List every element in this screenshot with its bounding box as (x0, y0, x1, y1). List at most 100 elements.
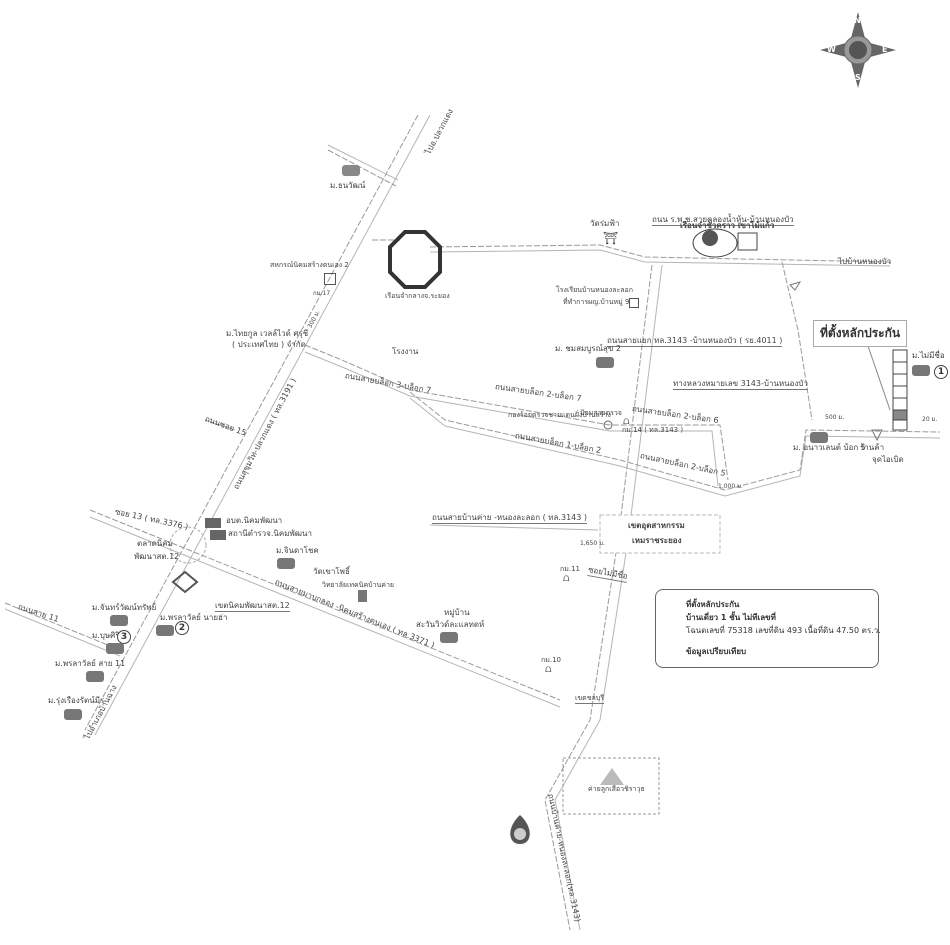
shrine-icon: ⩍ (563, 573, 570, 584)
label-highway-3143: ทางหลวงหมายเลข 3143-บ้านหนองบัว (673, 379, 808, 390)
marker-1: 1 (934, 365, 948, 379)
village-icon (110, 615, 128, 626)
label-village-thai: ม.ไทยกูล เวลล์ไวด์ ศรุชี (226, 329, 309, 338)
tree-icon (702, 230, 718, 246)
village-icon (912, 365, 930, 376)
label-village-anawat: ม. อนาวเลนต์ บ้อก 5 (793, 443, 866, 452)
road-soi11 (4, 602, 121, 657)
label-village-budsiri: ม.บุษศิริ (92, 631, 120, 640)
ptt-logo-icon (510, 815, 530, 844)
label-km14: กม.14 ( ทล.3143 ) (622, 426, 684, 434)
college-icon (358, 590, 367, 602)
label-temple-mid: วัดเขาโพธิ์ (313, 567, 350, 576)
label-thai-sub: ( ประเทศไทย ) จำกัด (232, 340, 306, 349)
label-village-sawan-sub: สะวันวิวด์ละแลทดห์ (416, 620, 485, 629)
label-dist-500: 500 ม. (825, 414, 845, 421)
village-icon (106, 643, 124, 654)
legend-house: บ้านเดี่ยว 1 ชั้น ไม่ทีเลขที่ (686, 613, 776, 622)
village-icon (277, 558, 295, 569)
village-icon (596, 357, 614, 368)
village-icon (64, 709, 82, 720)
road-3143-vertical (544, 264, 663, 931)
shrine-icon: ⩍ (623, 416, 630, 427)
label-market-sub: พัฒนาสต.12 (134, 552, 180, 561)
label-factory: โรงงาน (392, 347, 419, 356)
label-market: ตลาดนิคม (137, 539, 173, 548)
legend-site: ที่ตั้งหลักประกัน (686, 600, 740, 609)
label-village-sanuanwan: ม.จันทร์วัฒน์ทรัพย์ (92, 603, 157, 612)
label-km10: กม.10 (541, 656, 561, 664)
road-sukhumvit (84, 114, 431, 736)
label-industrial-sub: เหมราชระยอง (632, 536, 682, 545)
label-school: โรงเรียนบ้านหนองละลอก (556, 286, 633, 294)
prison-icon (388, 230, 442, 289)
police-box-icon (603, 420, 613, 430)
legend-deed: โฉนดเลขที่ 75318 เลขที่ดิน 493 เนื้อที่ด… (686, 626, 881, 635)
label-village-phornlawan2: ม.พรลาวัลย์ นายฮ่า (160, 613, 228, 622)
label-village-noname: ม.ไม่มีชื่อ (912, 351, 945, 360)
shrine-icon: ⩍ (545, 664, 552, 675)
office-box (629, 298, 639, 308)
label-bank: เขตนิคมพัฒนาสต.12 (215, 601, 290, 612)
site-building-icon (892, 349, 908, 431)
label-orchard: เรือนจำชั่วคราว เขาไม้แก้ว (680, 221, 775, 230)
label-dist-1000: 1,000 ม. (718, 483, 743, 490)
label-checkpoint: จุดไอเบิด (872, 455, 904, 464)
label-road-3143-nongbua: ถนนสายแยก ทล.3143 -บ้านหนองบัว ( รย.4011… (607, 336, 783, 347)
road-block3-7 (304, 344, 729, 487)
label-village-phornlawan11: ม.พรลาวัลย์ สาย 11 (55, 659, 126, 668)
label-border: เขตชลบุรี (575, 694, 604, 704)
road-top-east (372, 239, 891, 267)
compare-marker (692, 228, 738, 258)
compass-rose-icon (820, 12, 896, 88)
label-village-chomsombun: ม. ชมสมบูรณ์สุข 2 (555, 344, 621, 353)
compass-w: W (827, 45, 836, 54)
triangle-marker-2 (871, 429, 883, 442)
label-camp: ค่ายลูกเสือวชิราวุธ (588, 785, 645, 793)
label-village-rungruang: ม.รุ่งเรืองรัตน์มีร (48, 696, 105, 705)
camp-box (562, 757, 660, 815)
site-pointer (866, 342, 891, 411)
bank-icon (171, 570, 199, 594)
municipality-icon (205, 518, 221, 528)
coop-box (324, 273, 336, 285)
industrial-box (599, 514, 721, 554)
label-km17: กม.17 (313, 290, 331, 297)
label-village-chinda: ม.จินดาโชค (276, 546, 319, 555)
label-border-patrol: กองร้อยตรวจชายแดนฝั่งบ้านสร้าง (508, 411, 611, 419)
compass-s: S (855, 73, 861, 82)
label-office-moo9: ที่ทำการผญ.บ้านหมู่ 9 (563, 298, 630, 306)
road-block1-2 (409, 391, 941, 497)
road-soi15 (204, 419, 236, 431)
label-dist-1650: 1,650 ม. (580, 540, 605, 547)
label-police-box: ป้อมสายตรวจ (580, 409, 622, 417)
label-to-nong-bua: ไปบ้านหนองบัว (838, 257, 892, 266)
label-college: วิทยาลัยเทคนิคบ้านค่าย (322, 581, 394, 589)
road-nongbua-right (781, 261, 813, 421)
village-icon (86, 671, 104, 682)
label-road-top: ถนน ร.พ.ช.สายคลองน้ำหู้น-บ้านหนองบัว (652, 215, 794, 226)
label-industrial: เขตอุตสาหกรรม (628, 521, 685, 530)
police-station-icon (210, 530, 226, 540)
village-icon (440, 632, 458, 643)
label-prison: เรือนจำกลางจ.ระยอง (385, 292, 450, 300)
site-title: ที่ตั้งหลักประกัน (813, 320, 908, 347)
label-temple-top: วัดร่มฟ้า (590, 219, 620, 228)
triangle-marker (789, 281, 802, 291)
label-village-tanawat: ม.ธนวัฒน์ (330, 181, 366, 190)
label-dist-20: 20 ม. (922, 416, 938, 423)
label-coop: สหกรณ์นิคมสร้างตนเอง 2 (270, 261, 349, 269)
road-tanawat (327, 144, 399, 187)
village-icon (810, 432, 828, 443)
village-icon (156, 625, 174, 636)
compass-n: N (854, 16, 861, 25)
camp-icon (600, 768, 624, 785)
square-marker (737, 232, 758, 251)
roundabout (169, 526, 207, 564)
label-bankhai-road: ถนนสายบ้านค่าย -หนองละลอก ( ทล.3143 ) (432, 513, 587, 524)
label-shop: ร้านค้า (860, 443, 885, 452)
temple-icon: ⛩ (603, 231, 619, 245)
legend-box: ที่ตั้งหลักประกัน บ้านเดี่ยว 1 ชั้น ไม่ท… (655, 589, 881, 668)
compass-e: E (882, 45, 888, 54)
road-maptaphut (89, 509, 561, 708)
